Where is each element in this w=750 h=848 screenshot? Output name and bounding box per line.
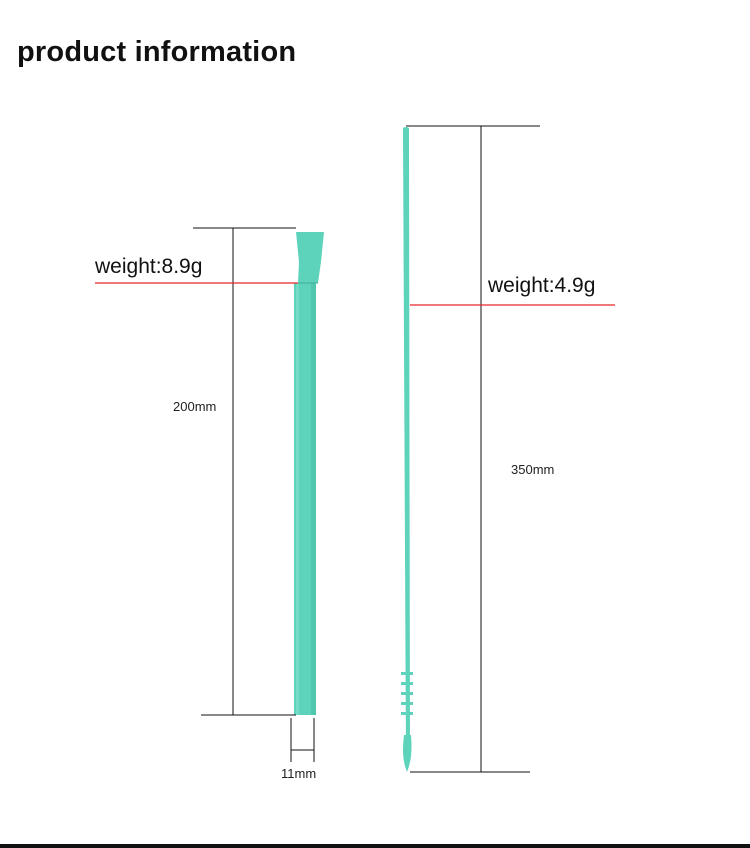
straw-brush-long [401,127,413,772]
length-label-long: 350mm [511,462,555,477]
bottom-divider [0,844,750,848]
dimension-length-long [406,125,540,773]
weight-label-long: weight:4.9g [488,274,596,297]
dimension-diameter-short [290,718,315,762]
weight-label-short: weight:8.9g [95,255,203,278]
diameter-label-short: 11mm [281,766,317,781]
length-label-short: 200mm [173,399,217,414]
dimension-length-short [193,227,296,716]
page-title: product information [17,36,297,68]
straw-short [294,232,324,715]
